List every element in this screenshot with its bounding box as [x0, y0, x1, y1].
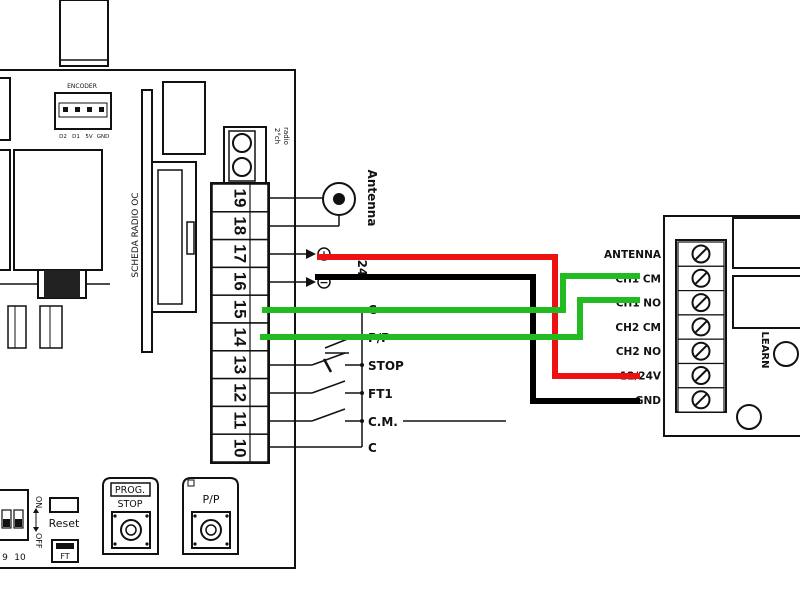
dip-number: 9: [2, 553, 8, 563]
capacitor-b: [39, 305, 63, 349]
radio-module-box: [162, 81, 206, 155]
receiver-pin-label: CH2 CM: [615, 322, 661, 334]
learn-label: LEARN: [759, 331, 770, 368]
top-connector: [59, 0, 109, 67]
ft-label: FT: [60, 552, 69, 561]
terminal-number: 11: [231, 411, 250, 429]
encoder-pin: [99, 107, 104, 112]
terminal-18: [211, 211, 269, 241]
label-24v: 24: [355, 260, 369, 277]
left-component-top: [0, 77, 11, 141]
capacitor-a: [7, 305, 27, 349]
terminal-17: [211, 238, 269, 269]
minus-symbol: −: [319, 276, 328, 289]
encoder-pin-label: 5V: [85, 134, 92, 140]
pp-button-label: P/P: [203, 493, 220, 506]
dip-number: 10: [14, 553, 26, 563]
receiver-pin-label: CH2 NO: [616, 346, 661, 358]
terminal-number: 12: [231, 383, 250, 402]
terminal-19: [211, 183, 269, 213]
radio-slot-label: SCHEDA RADIO OC: [131, 192, 141, 277]
label-t13: STOP: [368, 359, 404, 373]
terminal-11: [211, 405, 269, 435]
label-t11: C.M.: [368, 415, 398, 429]
terminal-14: [211, 322, 269, 352]
encoder-title: ENCODER: [67, 83, 97, 90]
terminal-16: [211, 266, 269, 296]
wire-positive: [317, 254, 640, 379]
terminal-number: 10: [231, 439, 250, 458]
terminal-10: [211, 433, 269, 463]
stop-button-label: STOP: [117, 499, 142, 510]
radio-2ch-screw: [232, 157, 252, 177]
terminal-13: [211, 350, 269, 380]
encoder-pin: [75, 107, 80, 112]
receiver-relay-2: [732, 275, 800, 329]
prog-label: PROG.: [115, 485, 145, 496]
receiver-mount-hole: [736, 404, 762, 430]
radio-2ch-label: radio: [282, 127, 290, 145]
reset-jumper[interactable]: [49, 497, 79, 513]
control-board: ENCODER D2 D1 5V GND SCHEDA RADIO OC 2°c…: [0, 0, 506, 569]
left-component-mid: [0, 149, 11, 271]
wire-ch1-cm: [262, 273, 640, 313]
terminal-strip: 19 18 17 16 15 14 13 12 11 10: [211, 183, 269, 463]
antenna-label: Antenna: [365, 170, 379, 227]
encoder-pin-label: D1: [72, 134, 80, 140]
terminal-number: 18: [231, 216, 250, 235]
receiver-relay-1: [732, 217, 800, 269]
relay-block: [13, 149, 103, 271]
radio-card-rail: [141, 89, 153, 353]
learn-button[interactable]: [773, 341, 799, 367]
wires: [260, 254, 640, 404]
terminal-number: 15: [231, 300, 250, 319]
dip-on-label: ON: [34, 496, 43, 508]
encoder-pin-label: GND: [97, 134, 110, 140]
receiver-pin-label: ANTENNA: [604, 249, 662, 261]
encoder-pin: [63, 107, 68, 112]
reset-label: Reset: [49, 517, 80, 530]
terminal-number: 14: [231, 328, 250, 347]
radio-2ch-label: 2°ch: [273, 128, 281, 144]
encoder-pin: [87, 107, 92, 112]
encoder-pin-label: D2: [59, 134, 67, 140]
dip-off-label: OFF: [34, 533, 43, 549]
terminal-number: 16: [231, 272, 250, 291]
wire-ch1-no: [260, 297, 640, 340]
label-t10: C: [368, 441, 377, 455]
terminal-number: 17: [231, 244, 250, 263]
terminal-number: 19: [231, 189, 250, 208]
receiver-pin-label: GND: [635, 395, 661, 407]
terminal-number: 13: [231, 355, 250, 374]
label-t12: FT1: [368, 387, 393, 401]
radio-2ch-screw: [232, 133, 252, 153]
prog-stop-button[interactable]: [111, 511, 151, 549]
